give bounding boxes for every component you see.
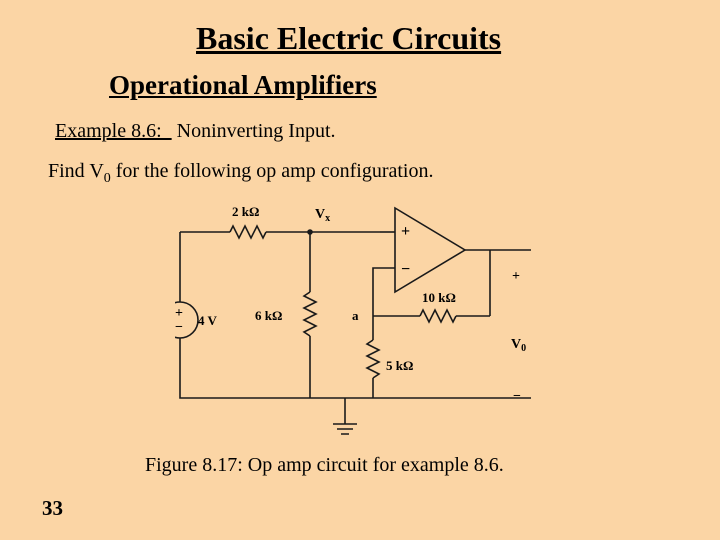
source-plus: +	[175, 306, 183, 321]
label-vx-sub: x	[325, 213, 330, 224]
resistor-6k	[302, 291, 318, 337]
example-heading: Example 8.6: Noninverting Input.	[55, 120, 336, 143]
label-out-plus: +	[512, 269, 520, 284]
source-minus: −	[175, 320, 183, 335]
find-prefix: Find V	[48, 160, 104, 182]
resistor-10k	[419, 308, 457, 324]
resistor-2k	[229, 224, 267, 240]
label-5k: 5 kΩ	[386, 358, 413, 373]
find-subscript: 0	[103, 171, 111, 186]
slide-title: Basic Electric Circuits	[196, 20, 502, 56]
label-out-minus: −	[513, 389, 521, 404]
figure-caption: Figure 8.17: Op amp circuit for example …	[145, 454, 504, 476]
slide-subtitle: Operational Amplifiers	[109, 70, 377, 100]
node-vx-dot	[307, 229, 313, 235]
label-plus-input: +	[401, 223, 410, 240]
label-2k: 2 kΩ	[232, 204, 259, 219]
wire-minus-input	[372, 267, 395, 316]
label-10k: 10 kΩ	[422, 290, 456, 305]
find-suffix: for the following op amp configuration.	[110, 160, 434, 182]
label-6k: 6 kΩ	[255, 308, 282, 323]
op-amp-triangle	[394, 206, 467, 294]
circuit-diagram: + − 2 kΩ Vx 4 V 6 kΩ a 10 kΩ 5 kΩ + − + …	[161, 204, 531, 435]
label-4v: 4 V	[198, 313, 218, 328]
example-text: Noninverting Input.	[171, 120, 336, 142]
label-vx-main: V	[315, 207, 325, 222]
label-vx: Vx	[315, 207, 330, 224]
label-vo-main: V	[511, 337, 521, 352]
page-number: 33	[42, 496, 63, 520]
label-vo: V0	[511, 337, 526, 354]
problem-statement: Find V0 for the following op amp configu…	[48, 160, 433, 187]
label-minus-input: −	[401, 261, 410, 278]
resistor-5k	[365, 339, 381, 379]
example-label: Example 8.6:	[55, 120, 172, 142]
circuit-figure: + − 2 kΩ Vx 4 V 6 kΩ a 10 kΩ 5 kΩ + − + …	[161, 183, 545, 450]
ground-icon	[333, 423, 357, 435]
label-node-a: a	[352, 308, 359, 323]
label-vo-sub: 0	[521, 343, 526, 354]
wire-bottom-ground-bus	[179, 338, 531, 399]
